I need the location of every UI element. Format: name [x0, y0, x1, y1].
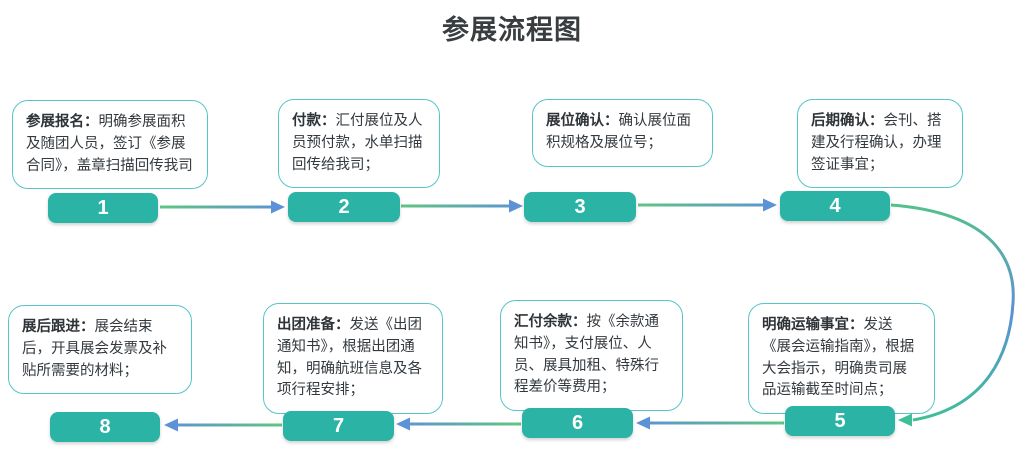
arrow-left-icon: [396, 417, 410, 431]
step-8-number: 8: [99, 415, 111, 438]
step-7-number: 7: [332, 414, 345, 437]
step-3-description: 确认展位面积规格及展位号；: [546, 113, 691, 151]
step-4-number-badge: 4: [780, 191, 890, 221]
step-5-number: 5: [834, 409, 846, 432]
step-1-textbox: 参展报名：明确参展面积及随团人员，签订《参展合同》，盖章扫描回传我司: [12, 100, 208, 190]
step-2-description: 汇付展位及人员预付款，水单扫描回传给我司；: [292, 113, 423, 173]
step-3-number-badge: 3: [524, 192, 636, 222]
step-4-textbox: 后期确认：会刊、搭建及行程确认，办理签证事宜；: [797, 99, 963, 189]
page-title: 参展流程图: [442, 15, 582, 45]
step-7-number-badge: 7: [283, 411, 394, 441]
step-7-textbox: 出团准备：发送《出团通知书》，根据出团通知，明确航班信息及各项行程安排；: [263, 303, 443, 414]
step-6-number: 6: [571, 411, 584, 434]
arrow-right-icon: [271, 200, 285, 214]
arrow-left-icon: [164, 418, 178, 432]
step-3-number: 3: [574, 195, 586, 218]
step-2-number-badge: 2: [288, 192, 400, 222]
step-5-description: 发送《展会运输指南》，根据大会指示，明确贵司展品运输截至时间点；: [762, 317, 915, 399]
step-8-textbox: 展后跟进：展会结束后，开具展会发票及补贴所需要的材料；: [8, 305, 192, 395]
step-6-description: 按《余款通知书》，支付展位、人员、展具加租、特殊行程差价等费用；: [514, 314, 659, 396]
arrow-right-icon: [509, 199, 523, 213]
step-1-description: 明确参展面积及随团人员，签订《参展合同》，盖章扫描回传我司: [26, 114, 193, 174]
step-5-number-badge: 5: [785, 406, 895, 436]
step-7-description: 发送《出团通知书》，根据出团通知，明确航班信息及各项行程安排；: [277, 317, 422, 399]
step-7-label: 出团准备：: [277, 317, 350, 333]
step-6-number-badge: 6: [522, 408, 633, 438]
step-2-number: 2: [338, 195, 350, 218]
step-4-description: 会刊、搭建及行程确认，办理签证事宜；: [811, 113, 942, 173]
step-6-textbox: 汇付余款：按《余款通知书》，支付展位、人员、展具加租、特殊行程差价等费用；: [500, 300, 683, 411]
arrow-right-icon: [763, 198, 777, 212]
step-4-number: 4: [829, 194, 841, 217]
step-2-label: 付款：: [292, 113, 336, 129]
step-5-textbox: 明确运输事宜：发送《展会运输指南》，根据大会指示，明确贵司展品运输截至时间点；: [748, 303, 935, 414]
step-5-label: 明确运输事宜：: [762, 317, 864, 333]
arrow-left-icon: [898, 413, 912, 427]
step-6-label: 汇付余款：: [514, 314, 587, 330]
step-1-number: 1: [97, 196, 109, 219]
step-3-label: 展位确认：: [546, 113, 619, 129]
step-3-textbox: 展位确认：确认展位面积规格及展位号；: [532, 99, 713, 167]
step-1-number-badge: 1: [48, 193, 158, 223]
step-8-description: 展会结束后，开具展会发票及补贴所需要的材料；: [22, 319, 167, 379]
step-4-label: 后期确认：: [811, 113, 884, 129]
arrow-left-icon: [636, 416, 650, 430]
step-8-number-badge: 8: [50, 412, 160, 442]
step-1-label: 参展报名：: [26, 114, 99, 130]
step-2-textbox: 付款：汇付展位及人员预付款，水单扫描回传给我司；: [278, 99, 440, 189]
step-8-label: 展后跟进：: [22, 319, 95, 335]
